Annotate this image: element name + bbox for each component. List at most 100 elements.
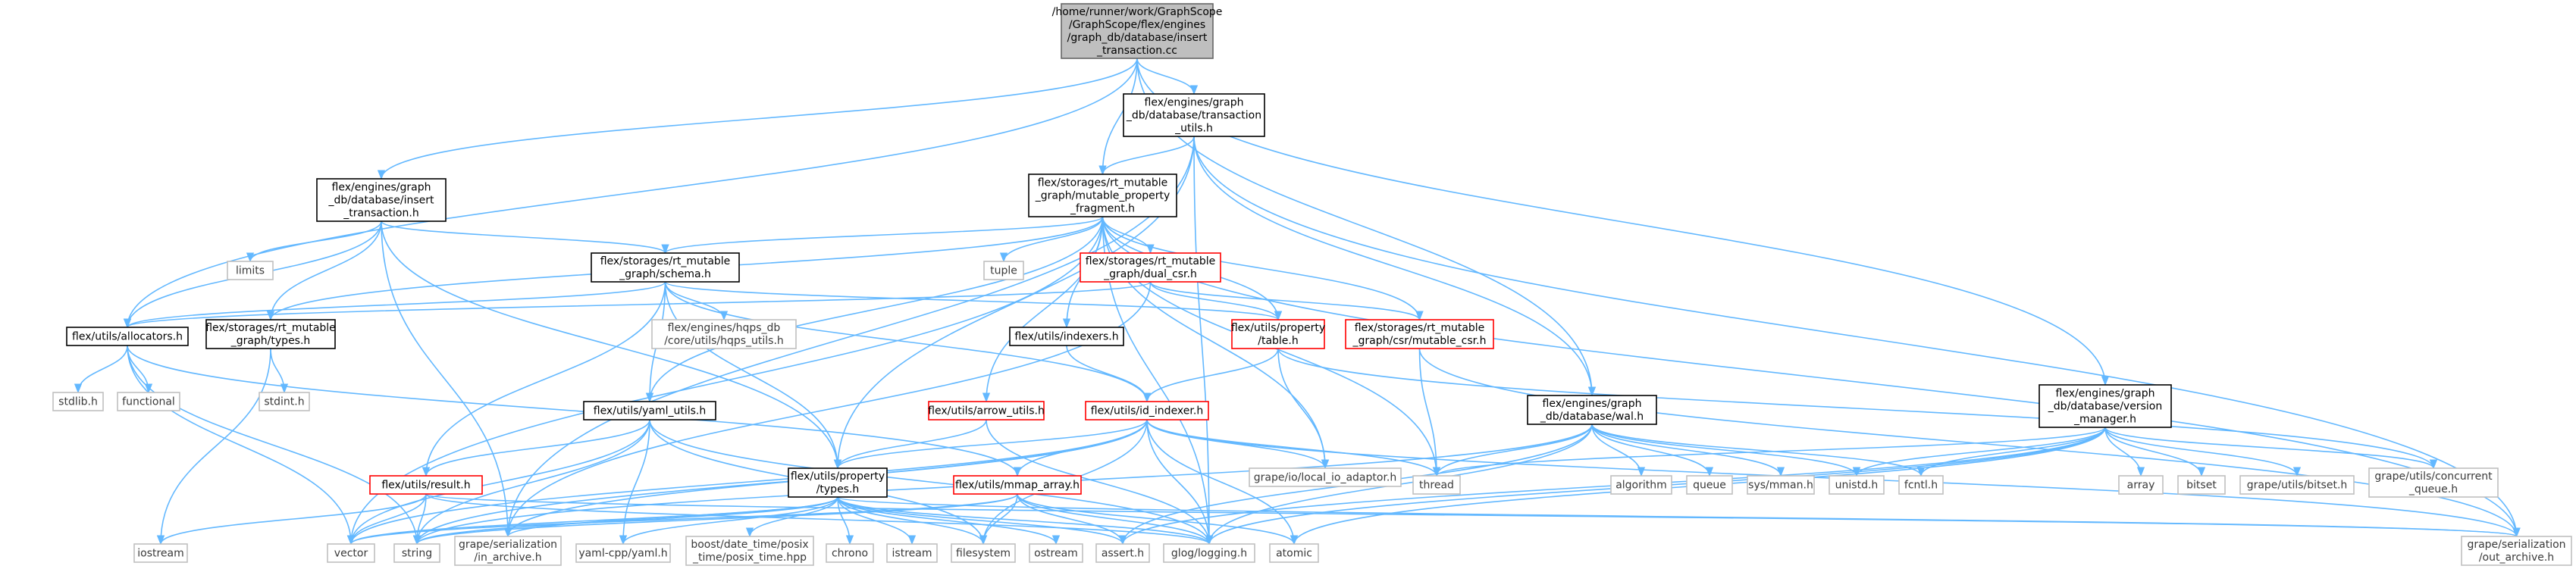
edge-dual_csr-to-prop_table [1149, 281, 1283, 321]
header-nodes: /home/runner/work/GraphScope/GraphScope/… [52, 3, 2572, 566]
node-ins-tx[interactable]: flex/engines/graph_db/database/insert_tr… [316, 178, 447, 222]
node-queue: queue [1686, 475, 1733, 495]
edge-mmap_array-to-vector [347, 493, 1018, 546]
edge-prop_types-to-ostream [837, 496, 1061, 546]
node-box [1527, 395, 1657, 425]
edge-schema-to-hqps [664, 281, 729, 321]
node-label-line: _graph/dual_csr.h [1103, 268, 1197, 280]
node-box [2239, 475, 2355, 495]
node-label-line: _graph/schema.h [619, 268, 711, 280]
node-schema[interactable]: flex/storages/rt_mutable_graph/schema.h [591, 252, 740, 283]
edge-version_mgr-to-thread [1433, 427, 2106, 477]
node-label-line: flex/utils/mmap_array.h [955, 480, 1080, 492]
node-label-line: boost/date_time/posix [691, 539, 808, 551]
node-tx-utils[interactable]: flex/engines/graph_db/database/transacti… [1123, 93, 1265, 137]
node-label-line: flex/engines/hqps_db [668, 322, 781, 334]
node-root[interactable]: /home/runner/work/GraphScope/GraphScope/… [1052, 3, 1223, 59]
node-stdint: stdint.h [259, 392, 310, 411]
node-mmap-array[interactable]: flex/utils/mmap_array.h [953, 475, 1082, 495]
edge-version_mgr-to-array [2104, 427, 2145, 477]
edge-allocators-to-stdlib [74, 345, 128, 394]
node-label-line: stdint.h [264, 396, 304, 408]
edge-root-to-allocators [123, 58, 1138, 329]
node-label-line: filesystem [956, 548, 1011, 560]
node-label-line: _manager.h [2073, 414, 2136, 426]
node-box [685, 536, 814, 566]
node-label-line: _graph/types.h [230, 335, 311, 347]
node-prop-types[interactable]: flex/utils/property/types.h [788, 467, 888, 498]
node-version-mgr[interactable]: flex/engines/graph_db/database/version_m… [2039, 384, 2172, 428]
node-label-line: yaml-cpp/yaml.h [578, 548, 667, 560]
node-limits: limits [227, 261, 274, 280]
node-box [2039, 384, 2172, 428]
node-label-line: iostream [137, 548, 184, 560]
node-label-line: flex/utils/id_indexer.h [1091, 405, 1203, 417]
node-indexers[interactable]: flex/utils/indexers.h [1009, 327, 1124, 346]
edge-id_indexer-to-vector [347, 419, 1148, 546]
node-label-line: fcntl.h [1904, 480, 1938, 492]
node-prop-table[interactable]: flex/utils/property/table.h [1231, 319, 1325, 349]
node-box [826, 543, 874, 563]
edge-version_mgr-to-conc_queue [2104, 427, 2437, 470]
node-label-line: /out_archive.h [2479, 552, 2554, 564]
edge-tx_utils-to-out_archive [1193, 136, 2521, 538]
node-stdlib: stdlib.h [52, 392, 104, 411]
node-types-rt[interactable]: flex/storages/rt_mutable_graph/types.h [205, 319, 336, 349]
node-grape-bitset: grape/utils/bitset.h [2239, 475, 2355, 495]
edge-id_indexer-to-atomic [1146, 419, 1299, 546]
edge-tx_utils-to-mpf [1098, 136, 1195, 176]
node-mpf[interactable]: flex/storages/rt_mutable_graph/mutable_p… [1028, 174, 1177, 217]
node-box [1610, 475, 1672, 495]
node-box [1080, 252, 1221, 283]
node-label-line: thread [1419, 480, 1454, 492]
node-label-line: limits [236, 265, 265, 277]
edge-tx_utils-to-wal [1193, 136, 1597, 397]
node-mutable-csr[interactable]: flex/storages/rt_mutable_graph/csr/mutab… [1345, 319, 1494, 349]
edge-version_mgr-to-grape_bitset [2104, 427, 2302, 477]
node-box [951, 543, 1016, 563]
edge-mpf-to-yaml_utils [645, 216, 1104, 403]
node-box [1028, 174, 1177, 217]
edge-prop_types-to-istream [837, 496, 917, 546]
node-box [651, 319, 797, 349]
node-label-line: flex/utils/arrow_utils.h [928, 405, 1045, 417]
node-label-line: flex/utils/result.h [381, 480, 470, 492]
edge-ins_tx-to-schema [381, 220, 669, 255]
node-label-line: stdlib.h [58, 396, 98, 408]
node-label-line: string [402, 548, 432, 560]
node-allocators[interactable]: flex/utils/allocators.h [66, 327, 189, 346]
node-result[interactable]: flex/utils/result.h [369, 475, 483, 495]
node-box [117, 392, 180, 411]
node-label-line: /home/runner/work/GraphScope [1052, 6, 1223, 18]
node-label-line: chrono [832, 548, 868, 560]
edge-prop_types-to-out_archive [837, 496, 2520, 538]
node-id-indexer[interactable]: flex/utils/id_indexer.h [1085, 401, 1209, 420]
node-box [1747, 475, 1815, 495]
node-box [259, 392, 310, 411]
edge-id_indexer-to-thread [1146, 419, 1441, 477]
node-box [454, 536, 562, 566]
node-fcntl: fcntl.h [1898, 475, 1944, 495]
node-label-line: atomic [1276, 548, 1312, 560]
node-box [327, 543, 375, 563]
node-label-line: grape/io/local_io_adaptor.h [1254, 472, 1396, 484]
node-yaml-utils[interactable]: flex/utils/yaml_utils.h [583, 401, 716, 420]
edge-wal-to-fcntl [1591, 424, 1925, 477]
node-arrow-utils[interactable]: flex/utils/arrow_utils.h [928, 401, 1045, 420]
node-box [953, 475, 1082, 495]
edge-ins_tx-to-limits [246, 220, 382, 263]
node-label-line: flex/engines/graph [1543, 398, 1642, 410]
node-hqps: flex/engines/hqps_db/core/utils/hqps_uti… [651, 319, 797, 349]
edge-wal-to-unistd [1591, 424, 1861, 477]
node-label-line: array [2127, 480, 2155, 492]
edge-ins_tx-to-prop_types [381, 220, 842, 470]
edge-root-to-ins_tx [378, 58, 1138, 180]
edge-mmap_array-to-assert [1017, 493, 1127, 546]
node-label-line: /table.h [1258, 335, 1299, 347]
node-label-line: _transaction.cc [1096, 45, 1177, 57]
edge-indexers-to-id_indexer [1066, 345, 1152, 403]
edge-allocators-to-vector [127, 345, 356, 546]
node-dual-csr[interactable]: flex/storages/rt_mutable_graph/dual_csr.… [1080, 252, 1221, 283]
node-wal[interactable]: flex/engines/graph_db/database/wal.h [1527, 395, 1657, 425]
